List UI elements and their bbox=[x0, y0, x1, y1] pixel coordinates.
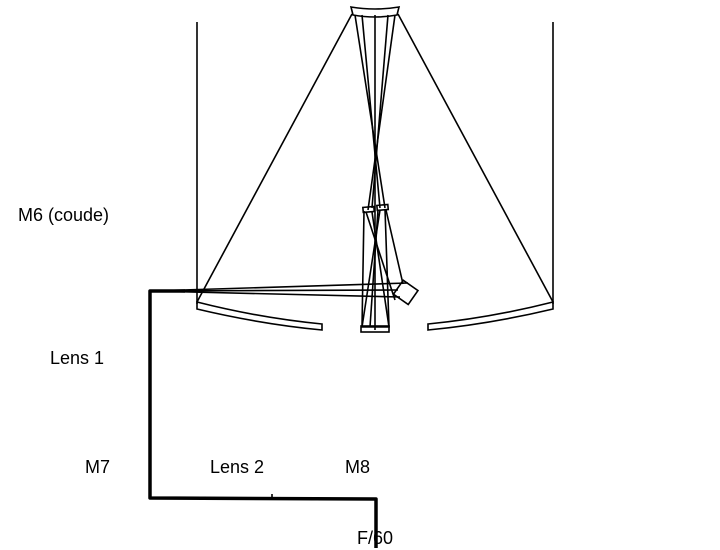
ray bbox=[196, 13, 353, 303]
label-lens-1: Lens 1 bbox=[50, 348, 105, 368]
label-lens-2: Lens 2 bbox=[210, 457, 265, 477]
ray bbox=[369, 209, 379, 328]
ray bbox=[367, 14, 396, 211]
beam bbox=[149, 289, 399, 292]
ray bbox=[361, 14, 381, 209]
coude-beam-path bbox=[148, 289, 378, 548]
ray bbox=[371, 14, 389, 209]
ray bbox=[385, 209, 404, 285]
ray bbox=[397, 13, 554, 303]
small-mirror-right bbox=[375, 203, 390, 212]
primary-mirror-right bbox=[427, 300, 554, 331]
beam bbox=[149, 290, 401, 298]
primary-mirror-left bbox=[196, 300, 323, 331]
beam bbox=[149, 282, 409, 292]
label-m8: M8 bbox=[345, 457, 371, 477]
ray bbox=[371, 211, 390, 328]
label-m7: M7 bbox=[85, 457, 111, 477]
fold-mirror bbox=[392, 279, 420, 306]
tertiary-base bbox=[360, 325, 390, 333]
ray bbox=[365, 211, 396, 301]
tertiary-tube bbox=[361, 208, 390, 328]
small-mirror-left bbox=[361, 205, 376, 214]
label-m6-coude: M6 (coude) bbox=[18, 205, 110, 225]
ray bbox=[354, 14, 386, 209]
label-focus-f60: F/60 bbox=[357, 528, 394, 548]
